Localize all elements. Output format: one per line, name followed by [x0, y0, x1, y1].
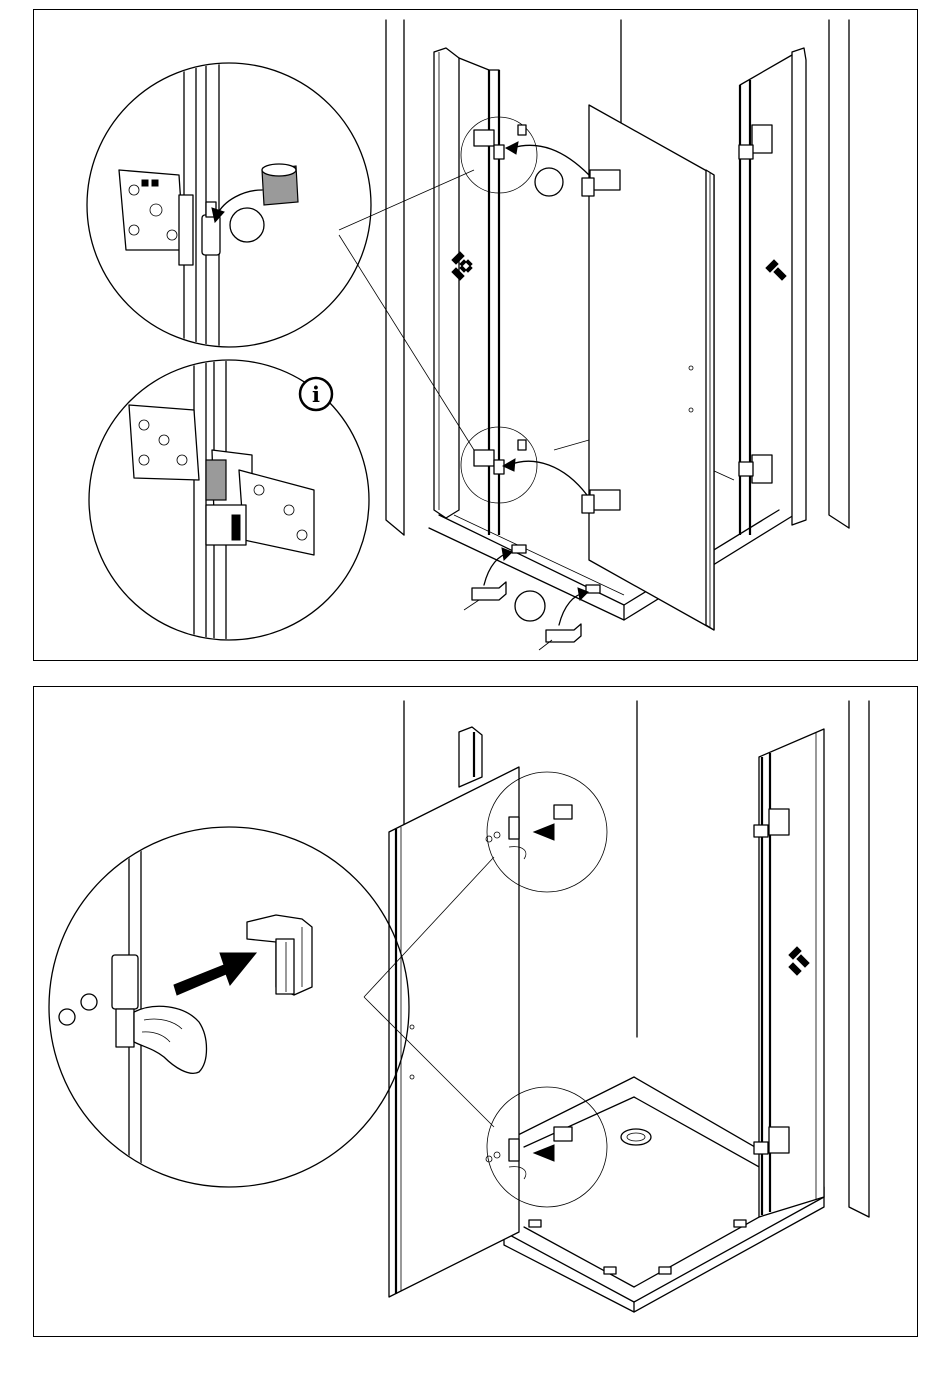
door-clip-illustration [34, 687, 917, 1336]
step-badge-2 [515, 591, 545, 621]
right-wall-profile [754, 729, 824, 1217]
arrow-icon [174, 953, 256, 995]
svg-text:i: i [312, 382, 320, 407]
panel-step-door-clip [33, 686, 918, 1337]
hinge-cap-icon [247, 915, 312, 995]
info-icon: i [300, 378, 332, 410]
arrow-icon [503, 142, 589, 495]
magnified-hinge-cap [87, 60, 371, 350]
magnified-door-clip [49, 827, 409, 1187]
hinge-mounting-illustration: i [34, 10, 917, 660]
right-wall-profile [739, 48, 806, 535]
hand-icon [134, 1006, 207, 1073]
panel-step-hinge-mounting: i [33, 9, 918, 661]
glass-door-panel [582, 105, 714, 630]
step-badge-1 [535, 168, 563, 196]
